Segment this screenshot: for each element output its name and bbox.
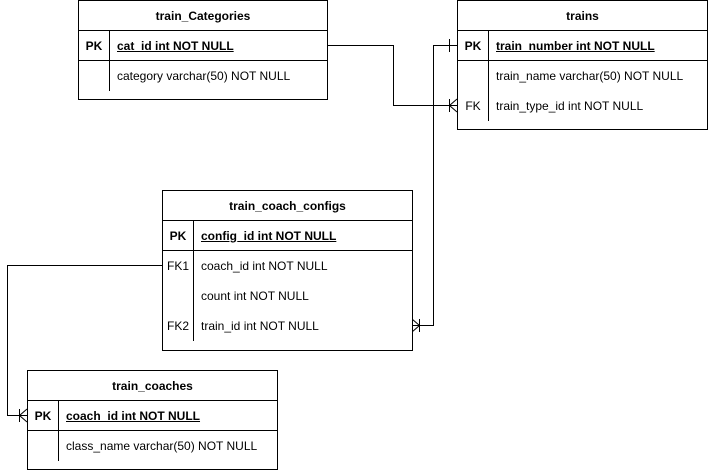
field-row: category varchar(50) NOT NULL [79,61,327,91]
entity-train-coach-configs[interactable]: train_coach_configs PK config_id int NOT… [162,190,413,351]
pk-label: PK [169,228,187,243]
field-row: FK train_type_id int NOT NULL [458,91,707,121]
pk-field: cat_id int NOT NULL [117,38,234,53]
key-label: FK1 [166,259,189,273]
pk-row: PK config_id int NOT NULL [163,221,412,251]
field-text: train_id int NOT NULL [201,319,319,333]
field-row: FK2 train_id int NOT NULL [163,311,412,341]
column-divider [488,31,489,121]
key-label: FK [465,99,481,113]
field-text: coach_id int NOT NULL [201,259,328,273]
link-category-to-train [327,45,457,106]
field-text: class_name varchar(50) NOT NULL [66,439,258,453]
pk-field: train_number int NOT NULL [496,38,655,53]
entity-title: train_coach_configs [163,191,412,221]
link-config-to-coach [7,265,162,416]
pk-row: PK coach_id int NOT NULL [28,401,277,431]
pk-label: PK [85,38,103,53]
entity-train-coaches[interactable]: train_coaches PK coach_id int NOT NULL c… [27,370,278,470]
field-text: train_name varchar(50) NOT NULL [496,69,684,83]
pk-label: PK [34,408,52,423]
entity-title: trains [458,1,707,31]
key-label: FK2 [166,319,189,333]
pk-label: PK [464,38,482,53]
field-row: train_name varchar(50) NOT NULL [458,61,707,91]
link-train-to-config [412,45,457,326]
field-text: category varchar(50) NOT NULL [117,69,291,83]
column-divider [58,401,59,461]
column-divider [109,31,110,91]
field-row: class_name varchar(50) NOT NULL [28,431,277,461]
pk-row: PK cat_id int NOT NULL [79,31,327,61]
field-row: count int NOT NULL [163,281,412,311]
entity-train-categories[interactable]: train_Categories PK cat_id int NOT NULL … [78,0,328,100]
column-divider [193,221,194,341]
field-text: train_type_id int NOT NULL [496,99,644,113]
entity-title: train_Categories [79,1,327,31]
pk-field: coach_id int NOT NULL [66,408,201,423]
pk-field: config_id int NOT NULL [201,228,337,243]
field-text: count int NOT NULL [201,289,309,303]
pk-row: PK train_number int NOT NULL [458,31,707,61]
entity-title: train_coaches [28,371,277,401]
entity-trains[interactable]: trains PK train_number int NOT NULL trai… [457,0,708,130]
field-row: FK1 coach_id int NOT NULL [163,251,412,281]
